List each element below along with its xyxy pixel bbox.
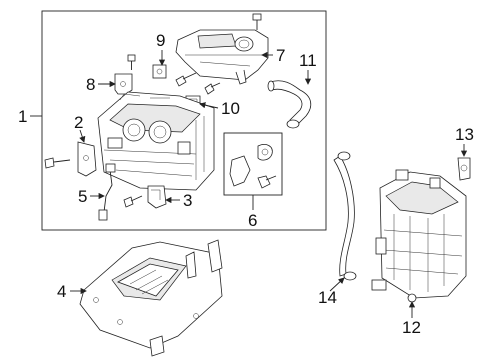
mount-bracket xyxy=(114,54,136,95)
callout-2: 2 xyxy=(74,113,83,132)
right-clip xyxy=(457,157,471,181)
clip-set xyxy=(229,144,277,189)
callout-6: 6 xyxy=(248,211,257,230)
callout-12: 12 xyxy=(402,318,421,337)
callout-14: 14 xyxy=(318,288,337,307)
bolt-left xyxy=(44,157,71,169)
callout-10: 10 xyxy=(221,99,240,118)
callout-labels: 1 2 3 4 5 6 7 8 9 10 11 12 13 14 xyxy=(18,31,474,337)
base-tray xyxy=(79,239,223,357)
callout-9: 9 xyxy=(156,31,165,50)
charger-module xyxy=(371,169,467,303)
leader-lines xyxy=(30,50,468,318)
callout-7: 7 xyxy=(276,46,285,65)
callout-4: 4 xyxy=(57,282,66,301)
bolt-lower xyxy=(123,195,143,208)
callout-5: 5 xyxy=(78,187,87,206)
bolts-center xyxy=(175,72,221,95)
bolt-top xyxy=(252,13,262,30)
coolant-hose xyxy=(267,80,312,129)
side-bracket xyxy=(77,141,97,177)
lower-hose xyxy=(333,151,357,281)
callout-3: 3 xyxy=(183,191,192,210)
inverter-assembly xyxy=(97,91,215,191)
clamp-bracket xyxy=(147,185,167,209)
callout-1: 1 xyxy=(18,107,27,126)
callout-13: 13 xyxy=(455,125,474,144)
sensor-wire xyxy=(98,163,116,221)
callout-8: 8 xyxy=(86,75,95,94)
nut-block xyxy=(152,64,167,79)
callout-11: 11 xyxy=(299,51,317,70)
main-group-box xyxy=(41,10,327,231)
coolant-reservoir xyxy=(175,29,269,85)
